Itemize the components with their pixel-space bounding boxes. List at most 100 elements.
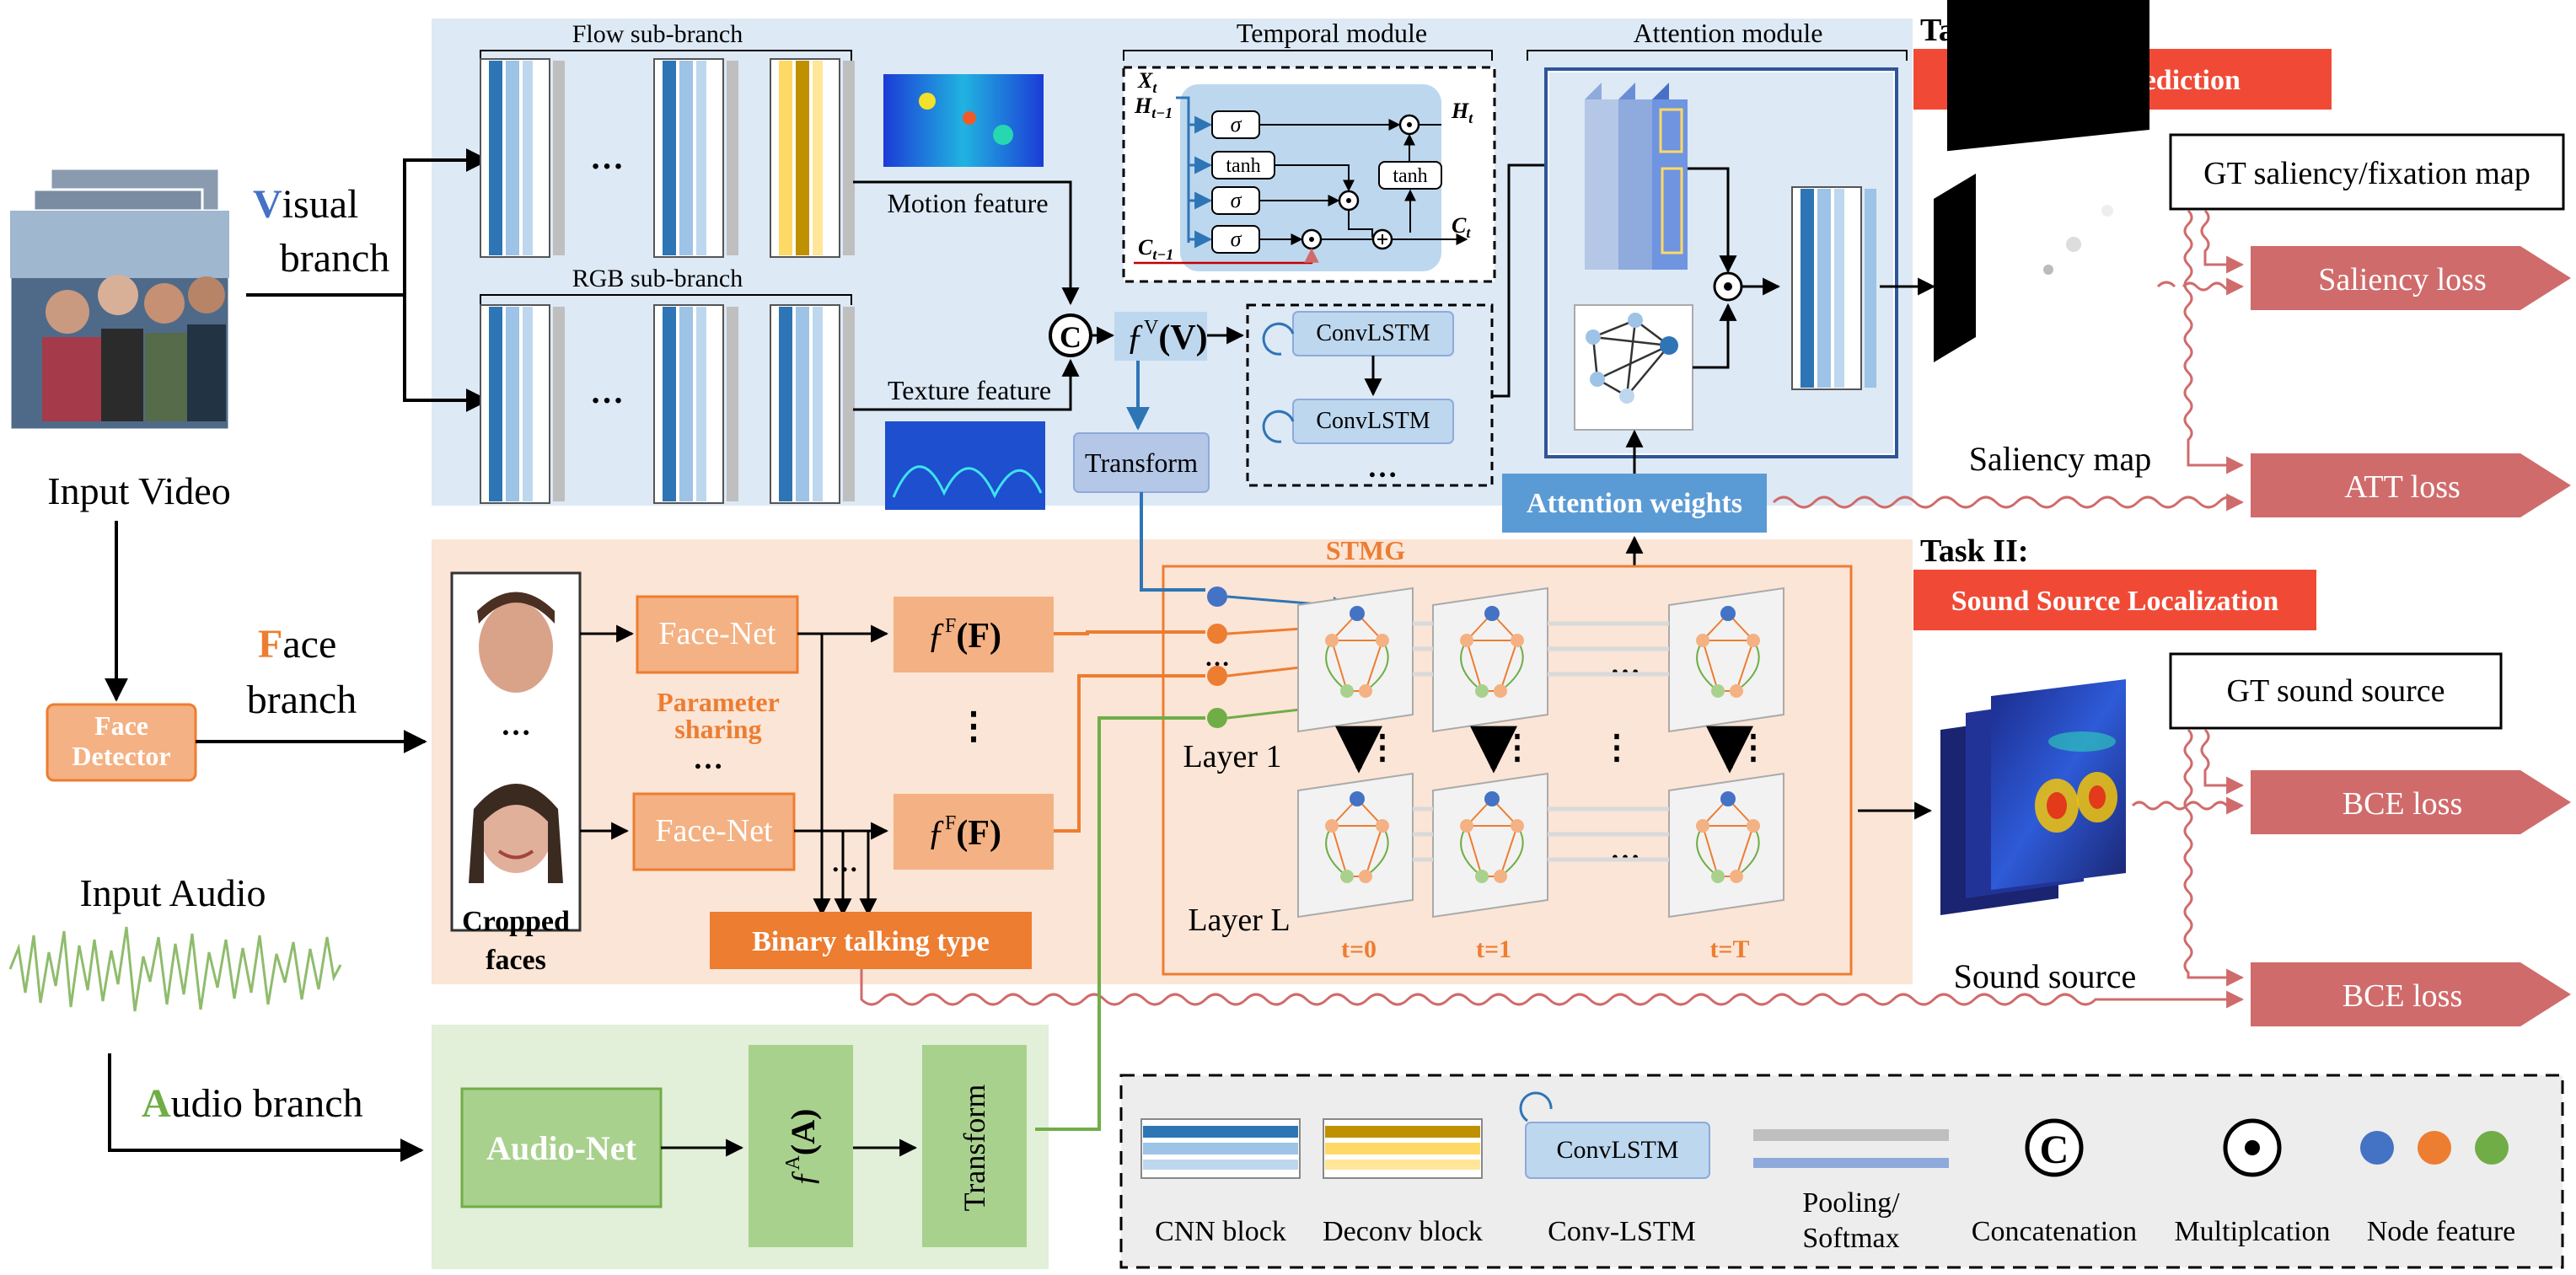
attention-feature-stack: [1585, 83, 1688, 270]
layer-l-label: Layer L: [1188, 903, 1290, 938]
legend-deconv-block-swatch: [1323, 1118, 1483, 1179]
legend-softmax-swatch: [1753, 1158, 1949, 1168]
saliency-loss-arrow: [2251, 246, 2571, 310]
node-green-input: [1207, 708, 1227, 728]
legend-cnn-block-label: CNN block: [1155, 1216, 1286, 1247]
t1-label: t=1: [1476, 935, 1511, 963]
convlstm-label-2: ConvLSTM: [1316, 408, 1430, 434]
saliency-map-label: Saliency map: [1969, 440, 2152, 478]
temporal-module-label: Temporal module: [1237, 18, 1427, 48]
sound-source-label: Sound source: [1954, 957, 2137, 995]
audio-net-box: [460, 1087, 663, 1208]
fa-box: [749, 1045, 853, 1247]
face-net-label-1: Face-Net: [658, 616, 776, 651]
rgb-cnn-block-2: [653, 304, 738, 504]
fv-box: [1114, 312, 1207, 361]
parameter-sharing-label: Parameter: [657, 687, 780, 717]
legend-concat-symbol-text: C: [2040, 1128, 2069, 1172]
att-loss-arrow: [2251, 453, 2571, 517]
node-orange-input-1: [1207, 624, 1227, 644]
talking-ellipsis: …: [831, 847, 858, 877]
rgb-ellipsis: …: [590, 372, 624, 410]
convlstm-label-1: ConvLSTM: [1316, 320, 1430, 346]
texture-feature-image: [885, 421, 1045, 510]
graph-panel-lL-t0: [1297, 772, 1414, 919]
fa-label: ƒA(A): [782, 1109, 822, 1187]
gt-sound-box: [2169, 652, 2503, 730]
legend-convlstm-box-label: ConvLSTM: [1556, 1136, 1678, 1164]
legend-node-green: [2475, 1131, 2509, 1165]
face-net-label-2: Face-Net: [655, 813, 773, 849]
concat-symbol: C: [1049, 313, 1092, 357]
layer-1-label: Layer 1: [1183, 739, 1281, 774]
flow-sub-branch-label: Flow sub-branch: [572, 20, 743, 48]
attention-output-block: [1791, 186, 1876, 390]
texture-feature-label: Texture feature: [888, 375, 1051, 405]
audio-net-label: Audio-Net: [486, 1129, 636, 1167]
svg-text:C: C: [1060, 320, 1081, 354]
sound-source-image: [1940, 679, 2126, 915]
audio-branch-label: Audio branch: [142, 1081, 363, 1126]
stmg-label: STMG: [1326, 535, 1405, 565]
graph-panel-l1-t0: [1297, 587, 1414, 733]
ff-box-2: [894, 794, 1054, 870]
ff-box-1: [894, 597, 1054, 672]
tT-label: t=T: [1709, 935, 1749, 963]
graph-panel-l1-tT: [1668, 587, 1784, 733]
rgb-cnn-block-3: [770, 304, 855, 504]
input-video-thumbnails: [8, 167, 231, 431]
task2-title: Task II:: [1920, 533, 2029, 569]
face-detector-label-2: Detector: [72, 741, 170, 771]
face-image-1: [464, 590, 568, 698]
gt-saliency-label: GT saliency/fixation map: [2203, 156, 2530, 191]
xt-label: Xt: [1137, 68, 1157, 96]
visual-branch-label: Visual: [253, 182, 358, 227]
attention-weights-box: [1502, 474, 1767, 533]
task2-badge: [1913, 570, 2316, 630]
audio-transform-label: Transform: [958, 1085, 991, 1212]
rgb-cnn-block-1: [480, 304, 565, 504]
parameter-sharing-ellipsis: …: [693, 742, 723, 775]
convlstm-ellipsis: …: [1367, 450, 1398, 484]
input-audio-label: Input Audio: [79, 871, 266, 914]
ct-label: Ct: [1452, 213, 1471, 241]
bce-loss-arrow-1: [2251, 770, 2571, 834]
parameter-sharing-label-2: sharing: [674, 714, 761, 744]
legend-multiplcation-label: Multiplcation: [2174, 1216, 2330, 1247]
task2-label: Sound Source Localization: [1951, 586, 2279, 617]
graph-panel-l1-t1: [1432, 587, 1548, 733]
layer-vertical-ellipsis-2: ⋮: [1500, 728, 1534, 766]
face-detector-label: Face: [94, 710, 148, 741]
face-branch-label: Face: [258, 622, 336, 667]
gt-saliency-box: [2169, 133, 2565, 211]
tanh-gate-1-label: tanh: [1226, 155, 1260, 177]
stmg-frame: [1162, 565, 1853, 976]
legend-conv-lstm-label: Conv-LSTM: [1548, 1216, 1696, 1247]
cropped-faces-label-2: faces: [486, 945, 546, 976]
gt-sound-label: GT sound source: [2227, 673, 2445, 709]
visual-transform-label: Transform: [1085, 447, 1198, 478]
flow-cnn-block-1: [480, 58, 565, 258]
legend-pooling-label-2: Softmax: [1802, 1223, 1899, 1254]
saliency-map-image: [1934, 0, 2149, 362]
legend-deconv-block-label: Deconv block: [1323, 1216, 1483, 1247]
cropped-faces-ellipsis-1: …: [501, 708, 531, 742]
tanh-gate-2-label: tanh: [1393, 165, 1427, 187]
binary-talking-type-label: Binary talking type: [752, 926, 989, 957]
attention-graph-icon: [1574, 304, 1693, 431]
attention-module-label: Attention module: [1634, 18, 1823, 48]
att-loss-label: ATT loss: [2344, 469, 2461, 505]
legend-node-orange: [2418, 1131, 2451, 1165]
ht-label: Ht: [1451, 99, 1473, 126]
graph-panel-lL-tT: [1668, 772, 1784, 919]
ct1-label: Ct−1: [1138, 235, 1173, 263]
audio-transform-box: [922, 1045, 1027, 1247]
ff-label-2: ƒF(F): [927, 812, 1001, 853]
visual-branch-label-line2: branch: [280, 236, 390, 281]
flow-deconv-block: [770, 58, 855, 258]
legend-concat-symbol: [2025, 1118, 2084, 1177]
attention-weights-label: Attention weights: [1527, 488, 1742, 519]
t0-label: t=0: [1341, 935, 1377, 963]
node-blue-input: [1207, 587, 1227, 607]
bce-loss-arrow-2: [2251, 962, 2571, 1026]
